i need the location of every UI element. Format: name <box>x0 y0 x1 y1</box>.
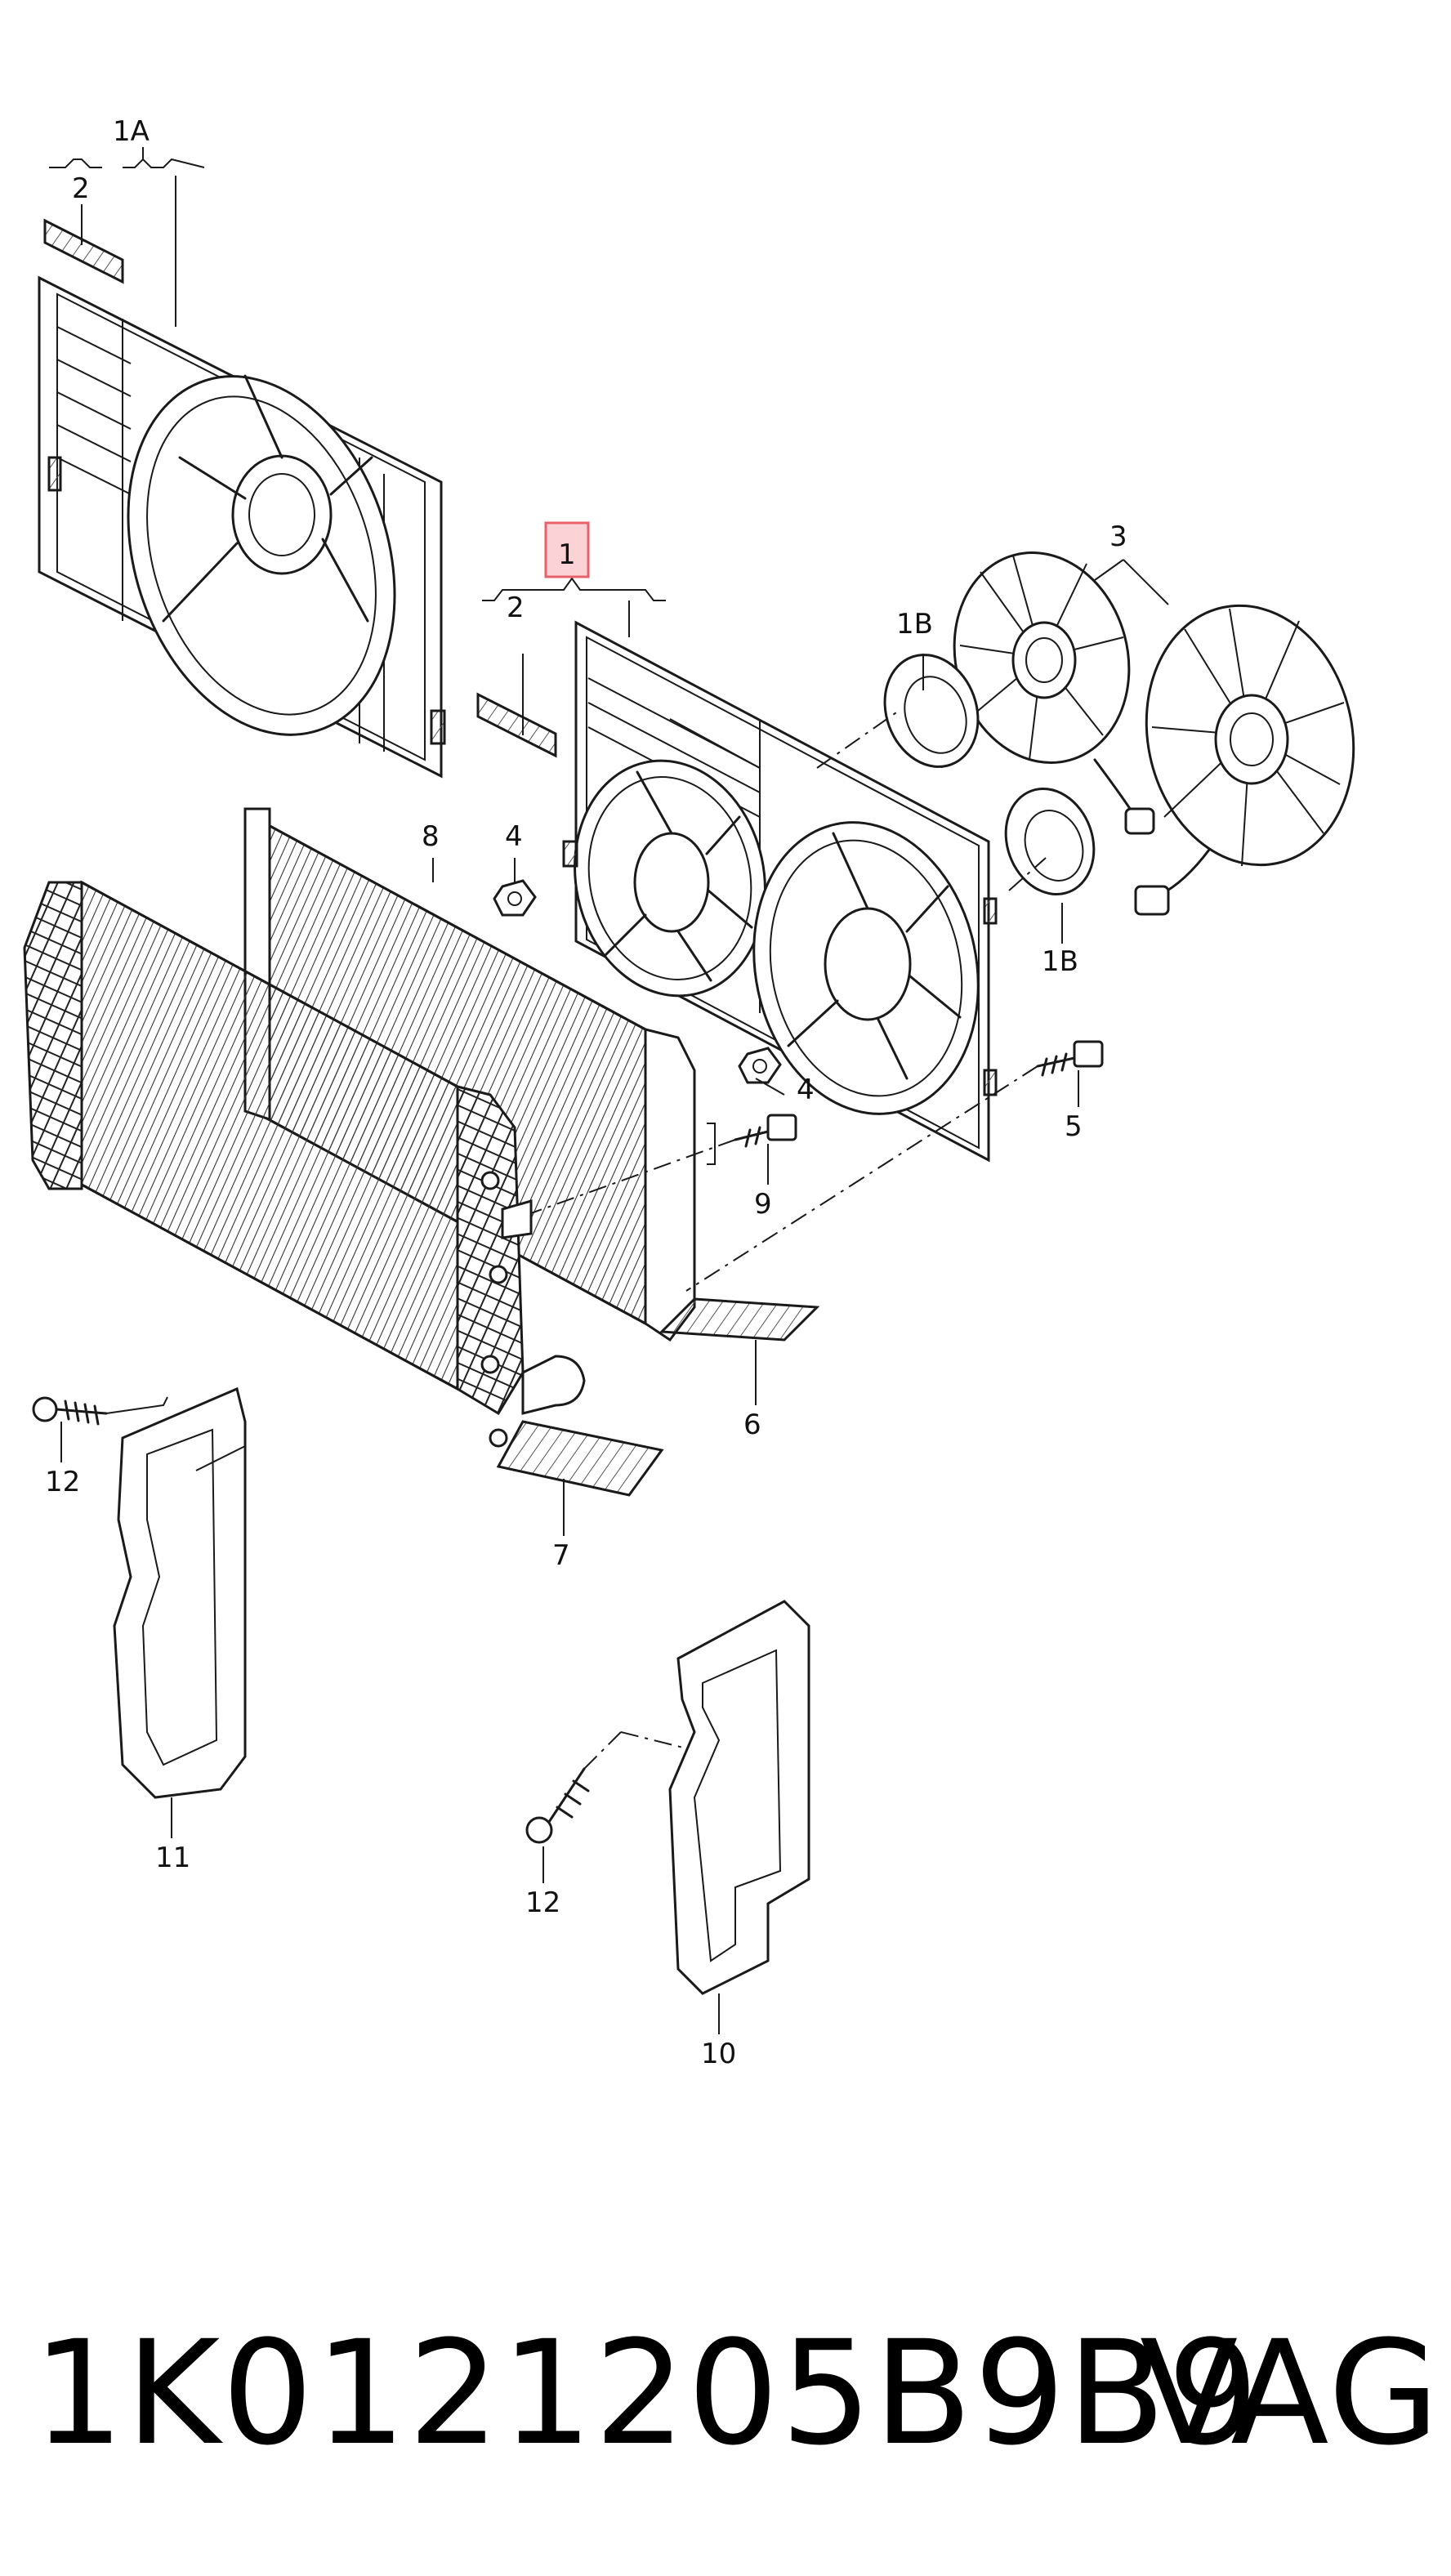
fan-shroud-1A <box>38 275 446 779</box>
gasket-strip-2-upper <box>43 218 124 284</box>
lower-bracket-7 <box>496 1420 664 1497</box>
callout-8: 8 <box>422 820 440 853</box>
air-guide-10 <box>668 1600 810 1995</box>
callout-6: 6 <box>743 1409 761 1441</box>
callout-3: 3 <box>1109 520 1127 553</box>
callout-7: 7 <box>552 1539 570 1572</box>
callout-1-highlight <box>544 521 590 578</box>
callout-12-bottom: 12 <box>525 1886 560 1919</box>
callout-1: 1 <box>558 538 576 571</box>
callout-1B-top: 1B <box>896 608 933 641</box>
callout-4-left: 4 <box>505 820 523 853</box>
motor-mount-ring-1B-upper <box>883 654 980 768</box>
leader-lines <box>49 147 1169 2034</box>
lower-bracket-6 <box>659 1297 820 1342</box>
callout-1B-bottom: 1B <box>1042 945 1078 978</box>
screw-12-left <box>32 1396 108 1426</box>
motor-mount-ring-1B-lower <box>1004 787 1096 896</box>
fan-impeller-3-large <box>1134 604 1355 916</box>
callout-2-middle: 2 <box>507 592 525 624</box>
callout-10: 10 <box>701 2038 736 2070</box>
callout-5: 5 <box>1065 1110 1083 1143</box>
callout-4-right: 4 <box>797 1074 815 1106</box>
callout-1A: 1A <box>113 115 150 148</box>
callout-2-top: 2 <box>72 172 90 205</box>
bolt-5 <box>1036 1040 1104 1077</box>
part-number: 1K0121205B9B9 <box>33 2310 1261 2477</box>
nut-4-left <box>493 879 537 917</box>
screw-12-bottom <box>525 1767 590 1844</box>
air-guide-11 <box>113 1386 247 1799</box>
fan-shroud-1 <box>562 620 998 1163</box>
bolt-9 <box>734 1114 797 1148</box>
radiator-7-assembly <box>23 880 586 1448</box>
brand-name: VAG <box>1140 2310 1441 2477</box>
nut-4-right <box>738 1047 782 1084</box>
radiator-8 <box>243 807 696 1342</box>
callout-9: 9 <box>754 1188 772 1221</box>
callout-12-left: 12 <box>45 1466 80 1498</box>
gasket-strip-2-middle <box>476 692 557 758</box>
callout-11: 11 <box>155 1842 190 1874</box>
